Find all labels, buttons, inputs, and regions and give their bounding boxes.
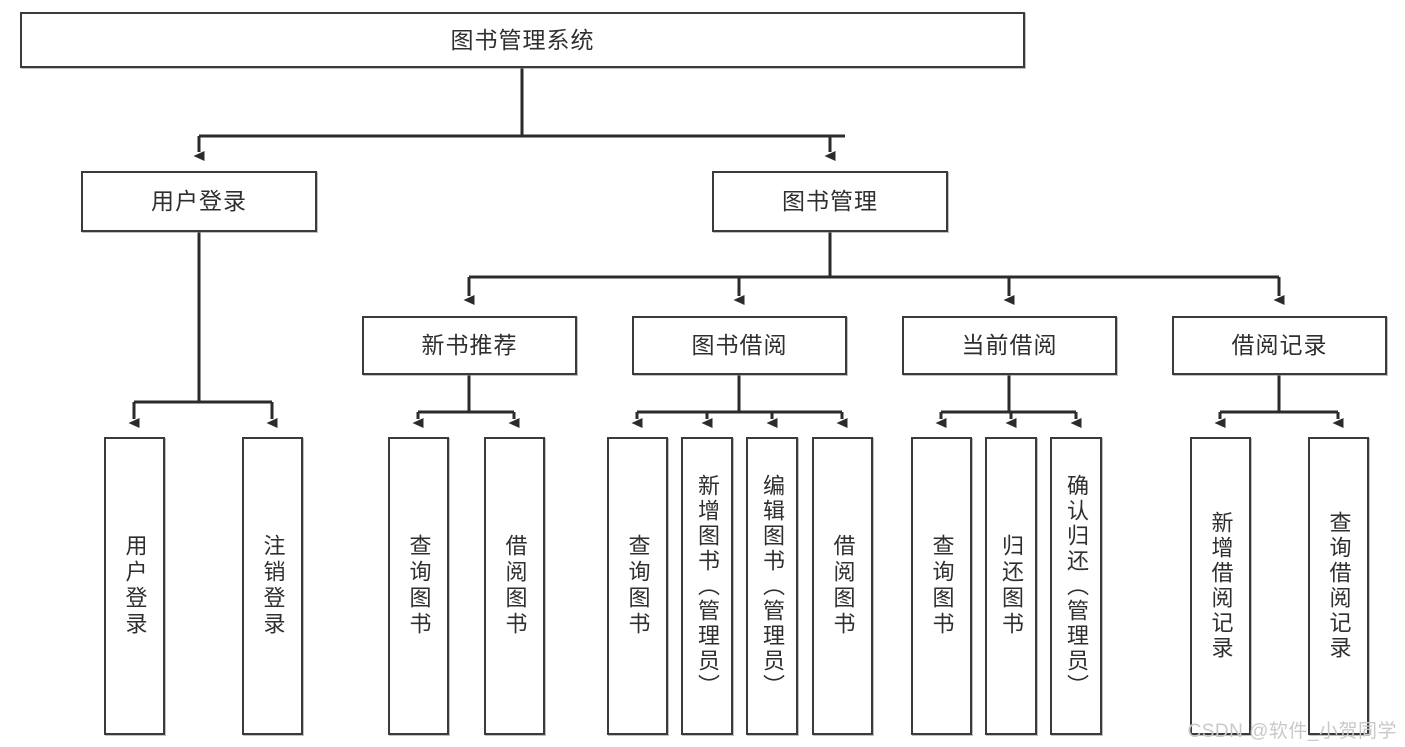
- node-label-leaf-add-record: 新增借阅记录: [1208, 511, 1234, 661]
- node-leaf-query-book-2[interactable]: 查询图书: [607, 437, 668, 735]
- node-label-leaf-query-book-1: 查询图书: [406, 534, 432, 638]
- node-borrow-record[interactable]: 借阅记录: [1172, 316, 1387, 375]
- node-label-leaf-confirm-return: 确认归还（管理员）: [1064, 473, 1089, 699]
- node-book-borrow[interactable]: 图书借阅: [632, 316, 847, 375]
- node-leaf-query-book-3[interactable]: 查询图书: [911, 437, 972, 735]
- node-leaf-user-login[interactable]: 用户登录: [104, 437, 165, 735]
- node-root[interactable]: 图书管理系统: [20, 12, 1025, 68]
- node-label-new-book-recommend: 新书推荐: [421, 332, 518, 359]
- node-leaf-query-record[interactable]: 查询借阅记录: [1308, 437, 1369, 735]
- node-label-leaf-borrow-book-2: 借阅图书: [830, 534, 856, 638]
- node-user-login[interactable]: 用户登录: [81, 171, 317, 232]
- node-leaf-add-record[interactable]: 新增借阅记录: [1190, 437, 1251, 735]
- node-leaf-add-book[interactable]: 新增图书（管理员）: [681, 437, 733, 735]
- node-label-leaf-query-record: 查询借阅记录: [1326, 511, 1352, 661]
- node-label-borrow-record: 借阅记录: [1231, 332, 1328, 359]
- node-label-leaf-borrow-book-1: 借阅图书: [502, 534, 528, 638]
- node-book-manage[interactable]: 图书管理: [712, 171, 948, 232]
- node-label-leaf-query-book-2: 查询图书: [625, 534, 651, 638]
- node-label-current-borrow: 当前借阅: [961, 332, 1058, 359]
- node-leaf-query-book-1[interactable]: 查询图书: [388, 437, 449, 735]
- node-current-borrow[interactable]: 当前借阅: [902, 316, 1117, 375]
- node-leaf-edit-book[interactable]: 编辑图书（管理员）: [746, 437, 798, 735]
- node-label-root: 图书管理系统: [450, 26, 595, 53]
- node-label-leaf-logout: 注销登录: [260, 534, 286, 638]
- node-label-book-borrow: 图书借阅: [691, 332, 788, 359]
- node-leaf-logout[interactable]: 注销登录: [242, 437, 303, 735]
- node-label-leaf-add-book: 新增图书（管理员）: [695, 473, 720, 699]
- watermark-text: CSDN @软件_小贺同学: [1187, 721, 1397, 742]
- node-leaf-borrow-book-1[interactable]: 借阅图书: [484, 437, 545, 735]
- node-leaf-return-book[interactable]: 归还图书: [985, 437, 1037, 735]
- node-leaf-borrow-book-2[interactable]: 借阅图书: [812, 437, 873, 735]
- node-label-leaf-return-book: 归还图书: [999, 534, 1024, 638]
- node-new-book-recommend[interactable]: 新书推荐: [362, 316, 577, 375]
- node-label-leaf-user-login: 用户登录: [122, 534, 148, 638]
- node-leaf-confirm-return[interactable]: 确认归还（管理员）: [1050, 437, 1102, 735]
- node-label-user-login: 用户登录: [151, 188, 247, 215]
- node-label-leaf-edit-book: 编辑图书（管理员）: [760, 473, 785, 699]
- node-label-book-manage: 图书管理: [782, 188, 878, 215]
- node-label-leaf-query-book-3: 查询图书: [929, 534, 955, 638]
